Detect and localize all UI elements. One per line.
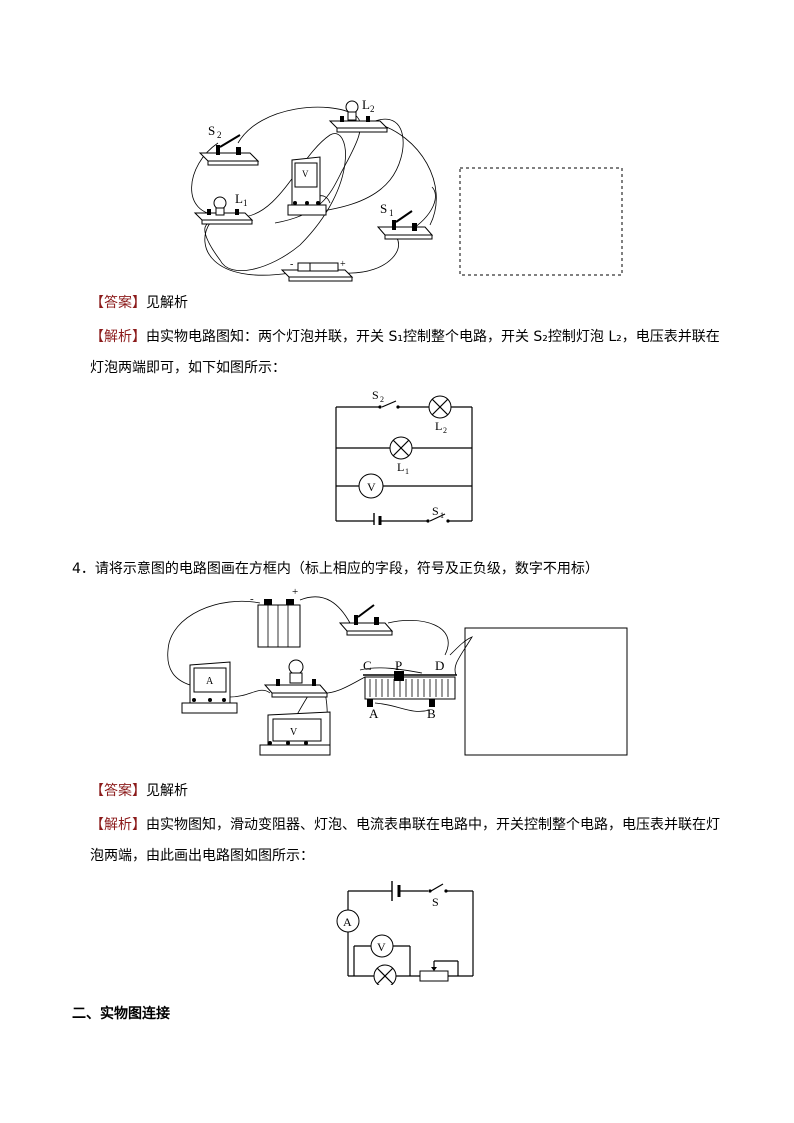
q4-analysis-line2: 泡两端，由此画出电路图如图所示：: [90, 848, 314, 864]
label-s1: S: [380, 201, 387, 216]
schematic-label-s1-sub: 1: [440, 511, 444, 520]
q3-analysis-bracket: 【解析】: [90, 329, 146, 345]
label-l2-sub: 2: [370, 104, 375, 114]
q4-voltmeter-icon: [259, 711, 331, 756]
rheostat-icon: [363, 671, 457, 707]
q4-analysis-text1: 由实物图知，滑动变阻器、灯泡、电流表串联在电路中，开关控制整个电路，电压表并联在…: [146, 817, 720, 833]
battery-plus-label: +: [340, 259, 346, 270]
q4-answer-text: 见解析: [146, 783, 188, 799]
q4-voltmeter-label: V: [290, 727, 298, 738]
q3-physical-circuit-figure: S 2 L 2 V L 1 S 1: [191, 97, 623, 282]
rheostat-label-c: C: [363, 658, 372, 673]
schematic-label-s2: S: [372, 388, 379, 402]
q4-answer-line: 【答案】见解析: [90, 780, 188, 800]
q3-answer-text: 见解析: [146, 295, 188, 311]
q4-schematic-label-s: S: [432, 895, 439, 909]
ammeter-label: A: [206, 676, 214, 687]
q4-answer-bracket: 【答案】: [90, 783, 146, 799]
q4-battery-plus-label: +: [292, 586, 298, 598]
q4-analysis-line1: 【解析】由实物图知，滑动变阻器、灯泡、电流表串联在电路中，开关控制整个电路，电压…: [90, 814, 720, 834]
q4-schematic-label-a: A: [343, 915, 352, 929]
q4-physical-circuit-figure: - + A V: [167, 586, 628, 756]
q3-analysis-line1: 【解析】由实物电路图知：两个灯泡并联，开关 S₁控制整个电路，开关 S₂控制灯泡…: [90, 326, 720, 346]
q3-schematic-diagram: S 2 L 2 L 1 V S 1: [335, 388, 473, 525]
battery-icon: [280, 262, 354, 282]
q3-dashed-answer-box: [459, 167, 623, 276]
schematic-label-l1-sub: 1: [405, 467, 409, 476]
q4-analysis-bracket: 【解析】: [90, 817, 146, 833]
q3-answer-line: 【答案】见解析: [90, 292, 188, 312]
rheostat-label-b: B: [427, 706, 436, 721]
q4-switch-icon: [338, 604, 394, 636]
q4-question-text: 4．请将示意图的电路图画在方框内（标上相应的字段，符号及正负级，数字不用标）: [72, 561, 599, 577]
q4-rheostat-schematic-icon: [419, 970, 449, 982]
schematic-label-l2-sub: 2: [443, 426, 447, 435]
label-s2-sub: 2: [217, 130, 222, 140]
lamp-l1-icon: [193, 196, 254, 225]
label-l1: L: [235, 191, 243, 206]
rheostat-label-a: A: [369, 706, 379, 721]
switch-s2-icon: [198, 134, 260, 166]
q4-battery-minus-label: -: [250, 593, 254, 605]
schematic-label-l1: L: [397, 460, 404, 474]
schematic-label-s2-sub: 2: [380, 395, 384, 404]
section-heading: 二、实物图连接: [72, 1006, 170, 1022]
schematic-label-s1: S: [432, 504, 439, 518]
q3-answer-bracket: 【答案】: [90, 295, 146, 311]
q4-schematic-diagram: A V S: [336, 881, 474, 985]
battery-box-icon: [257, 599, 301, 648]
lamp-l2-icon: [328, 100, 389, 133]
rheostat-label-d: D: [435, 658, 444, 673]
q4-schematic-label-v: V: [377, 940, 386, 954]
voltmeter-label: V: [302, 169, 309, 179]
ammeter-icon: [181, 661, 238, 714]
label-l2: L: [362, 97, 370, 112]
q4-lamp-icon: [263, 659, 329, 698]
rheostat-label-p: P: [395, 658, 402, 673]
switch-s1-icon: [376, 210, 434, 240]
schematic-label-l2: L: [435, 419, 442, 433]
q3-analysis-text1: 由实物电路图知：两个灯泡并联，开关 S₁控制整个电路，开关 S₂控制灯泡 L₂，…: [146, 329, 720, 345]
schematic-label-v: V: [367, 480, 376, 494]
label-s2: S: [208, 123, 215, 138]
battery-minus-label: -: [290, 259, 293, 270]
voltmeter-icon: [287, 156, 327, 216]
label-s1-sub: 1: [389, 208, 394, 218]
q3-analysis-line2: 灯泡两端即可，如下如图所示：: [90, 360, 286, 376]
label-l1-sub: 1: [243, 198, 248, 208]
q4-answer-box: [464, 627, 628, 756]
